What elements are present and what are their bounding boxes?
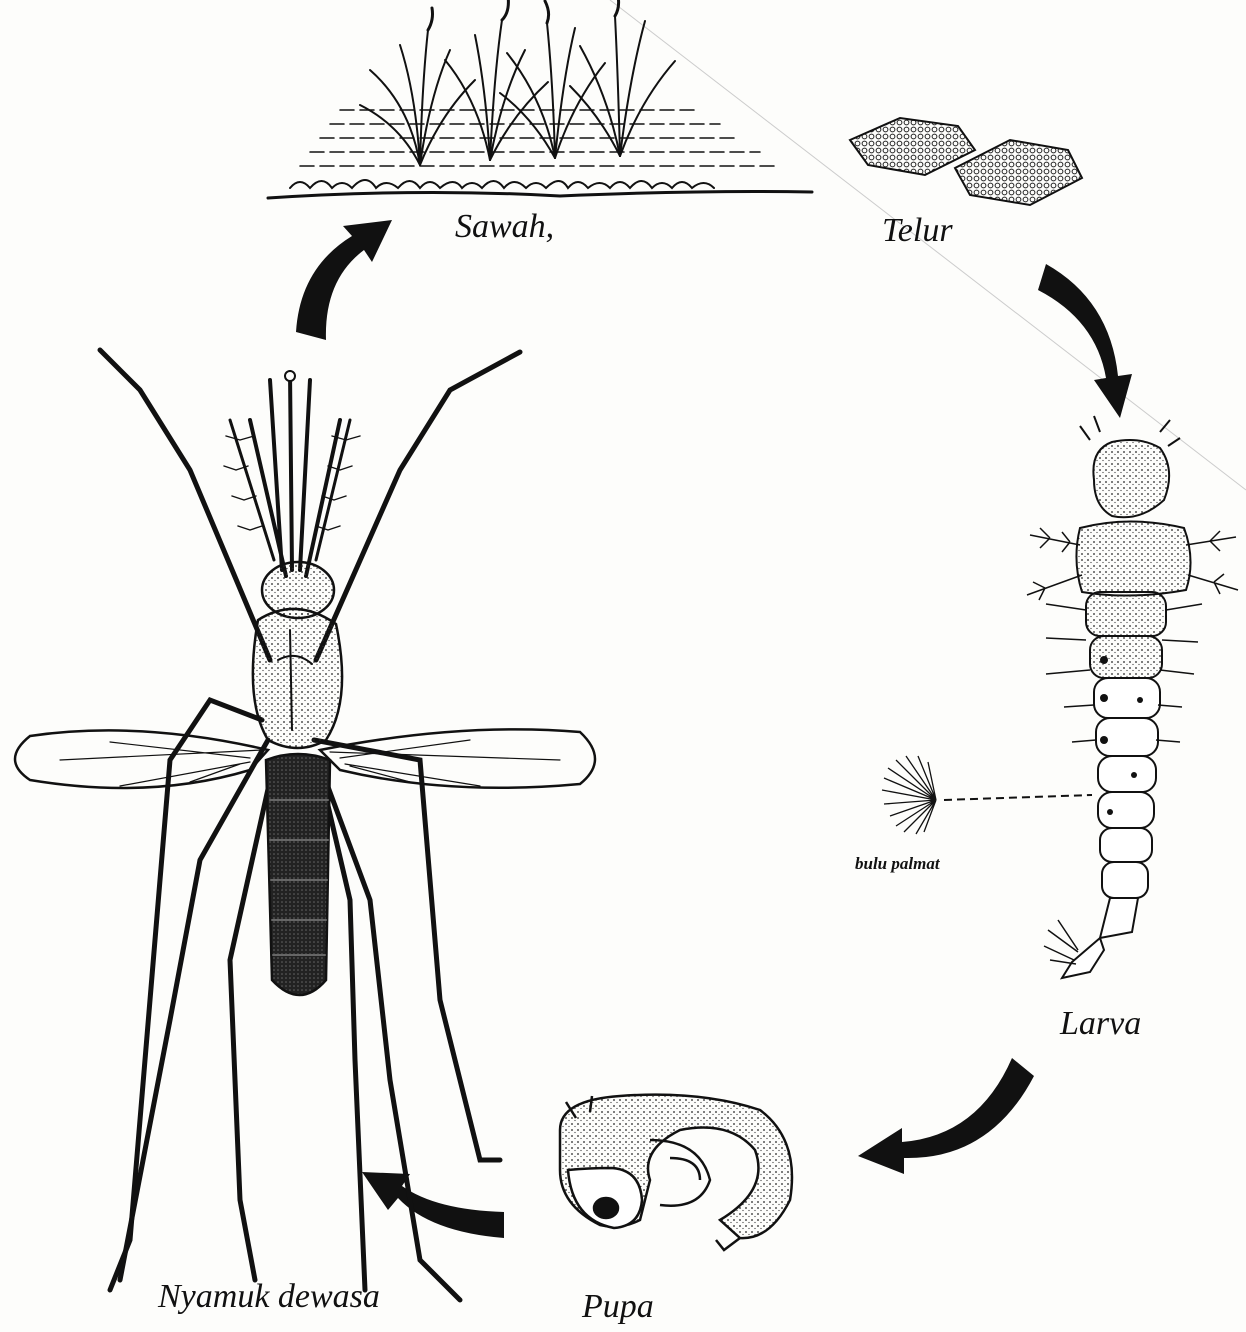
arrow-pupa-to-adult (362, 1172, 504, 1238)
rice-field-illustration (268, 0, 812, 198)
pupa-illustration (560, 1095, 792, 1250)
label-bulu-palmat: bulu palmat (855, 854, 940, 874)
arrow-larva-to-pupa (858, 1058, 1034, 1174)
palmate-hair-pointer (944, 795, 1092, 800)
arrow-adult-to-field (296, 220, 392, 340)
left-wing (15, 730, 268, 788)
eggs-illustration (850, 118, 1082, 205)
label-telur: Telur (882, 212, 953, 250)
cycle-arrows (296, 220, 1132, 1238)
adult-mosquito-illustration (15, 350, 595, 1300)
label-pupa: Pupa (582, 1288, 654, 1326)
label-larva: Larva (1060, 1005, 1141, 1043)
right-wing (320, 729, 595, 787)
larva-illustration (882, 416, 1238, 978)
label-nyamuk-dewasa: Nyamuk dewasa (158, 1278, 380, 1316)
palmate-hair-icon (882, 756, 936, 834)
label-sawah: Sawah, (455, 208, 554, 246)
